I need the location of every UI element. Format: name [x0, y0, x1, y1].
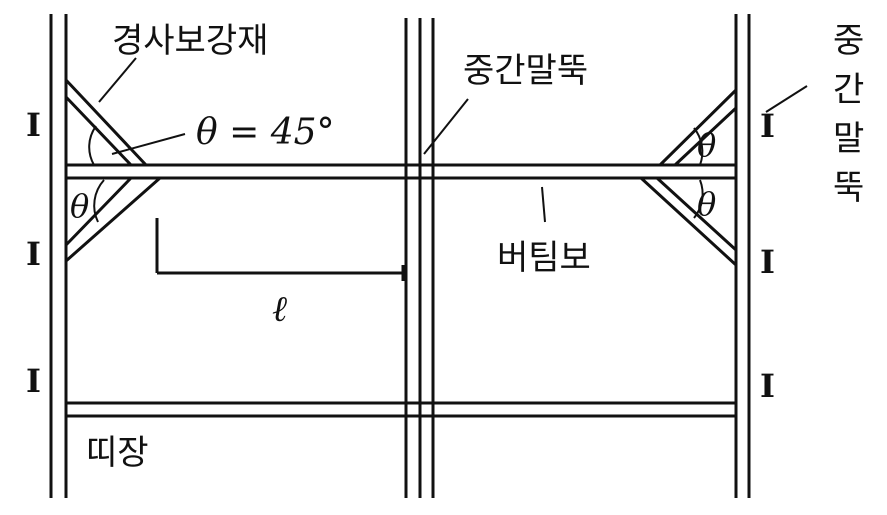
- mid-pile-label-top: 중간말뚝: [463, 51, 588, 91]
- mid-pile-label-side: 중 간 말 뚝: [833, 21, 864, 208]
- pile-symbols: I I I I I I: [26, 106, 775, 405]
- side-char-2: 간: [833, 70, 864, 110]
- spacing-label: ℓ: [272, 289, 287, 330]
- strut-label: 버팀보: [497, 238, 591, 278]
- wale-label: 띠장: [86, 433, 149, 473]
- mid-pile-leader: [423, 98, 469, 155]
- pile-mark-left-2: I: [26, 235, 41, 273]
- leader-lines: [98, 57, 808, 223]
- left-upper-brace: [64, 78, 148, 167]
- pile-mark-right-1: I: [760, 107, 775, 145]
- lower-strut: [66, 401, 736, 418]
- side-char-1: 중: [833, 21, 864, 61]
- left-lower-brace: [64, 176, 161, 263]
- pile-mark-left-3: I: [26, 362, 41, 400]
- theta-right-lower: θ: [697, 185, 716, 223]
- brace-label: 경사보강재: [112, 21, 268, 61]
- right-lower-brace: [639, 176, 738, 267]
- spacing-dimension: [155, 218, 405, 281]
- angle-eq-label: θ = 45°: [196, 112, 335, 153]
- brace-leader: [98, 57, 137, 103]
- pile-mark-right-3: I: [760, 367, 775, 405]
- angle-arcs: [88, 125, 704, 223]
- theta-left-lower: θ: [70, 187, 89, 225]
- angle-eq-leader: [111, 133, 186, 155]
- intermediate-pile: [404, 18, 435, 498]
- pile-mark-left-1: I: [26, 106, 41, 144]
- right-upper-brace: [658, 88, 738, 167]
- strut-leader: [541, 186, 546, 223]
- theta-right-upper: θ: [697, 126, 716, 164]
- side-pile-leader: [765, 85, 808, 113]
- right-wale: [734, 14, 751, 498]
- side-char-3: 말: [833, 119, 864, 159]
- pile-mark-right-2: I: [760, 243, 775, 281]
- side-char-4: 뚝: [833, 168, 864, 208]
- left-wale: [49, 14, 68, 498]
- upper-strut: [66, 163, 736, 180]
